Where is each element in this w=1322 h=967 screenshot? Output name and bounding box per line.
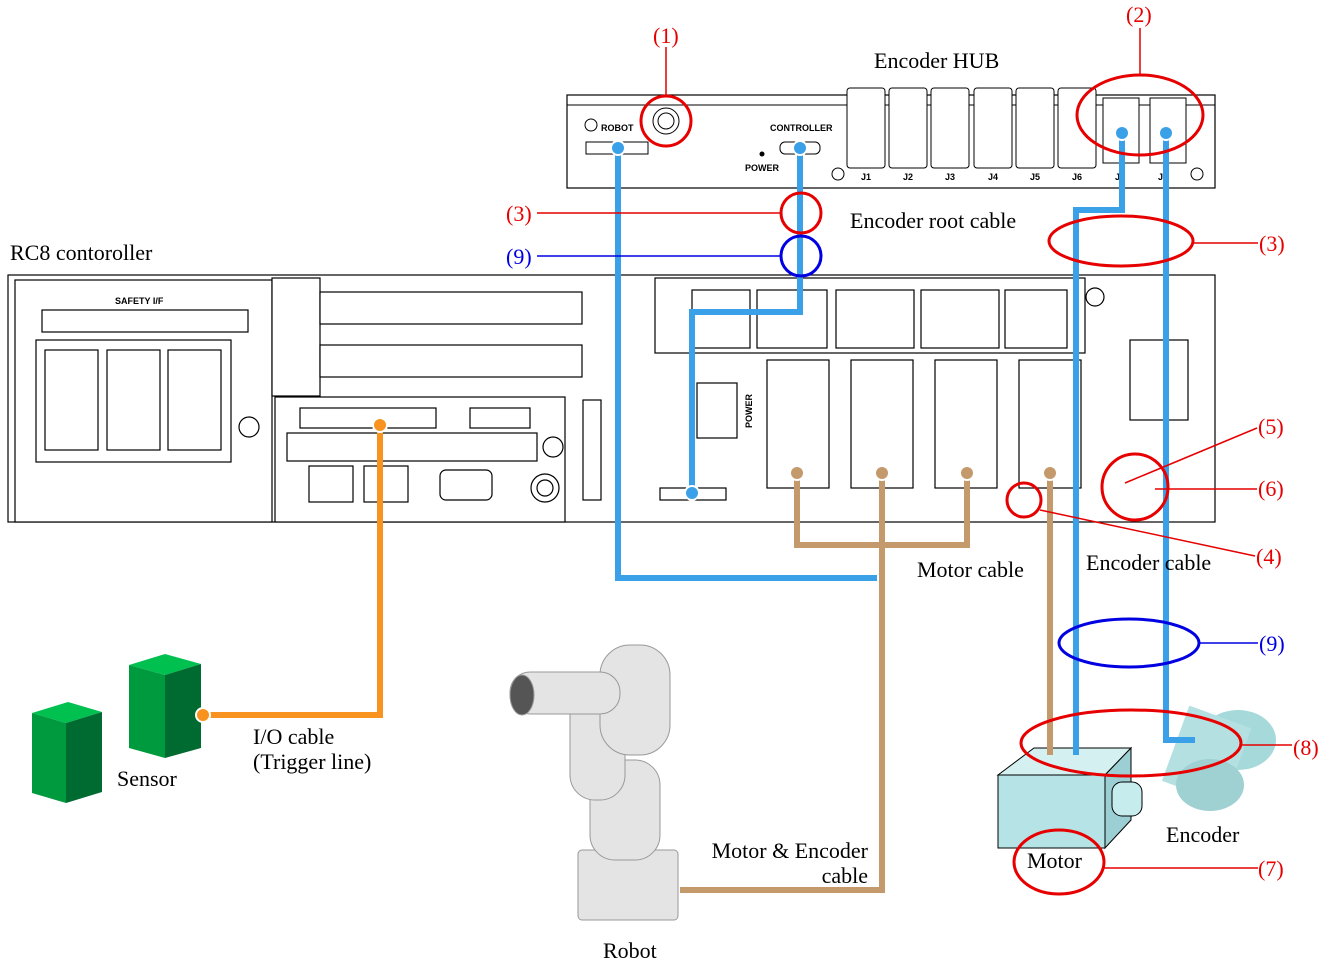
- encoder-root-cable-label: Encoder root cable: [850, 208, 1016, 233]
- motor-encoder-cable-label: Motor & Encoder: [712, 838, 869, 863]
- encoder-cable-label: Encoder cable: [1086, 550, 1211, 575]
- port-j1: J1: [861, 172, 871, 182]
- motor-encoder-cable-label-2: cable: [822, 863, 868, 888]
- callout-9-left: (9): [506, 244, 532, 269]
- cable-endpoints: [195, 125, 1174, 723]
- callout-5: (5): [1258, 414, 1284, 439]
- motor-cable: [680, 473, 1053, 893]
- port-j2: J2: [903, 172, 913, 182]
- encoder-graphic: [1161, 705, 1276, 811]
- blue-callouts: [537, 234, 1258, 669]
- sensor-graphic: [32, 654, 201, 803]
- red-leader-lines: [537, 28, 1292, 869]
- motor-graphic: [996, 746, 1143, 850]
- motor-cable-label: Motor cable: [917, 557, 1024, 582]
- controller-port-label: CONTROLLER: [770, 123, 833, 133]
- robot-graphic: [509, 644, 679, 921]
- motor-label: Motor: [1027, 848, 1083, 873]
- encoder-cable: [615, 133, 1195, 755]
- power-vertical-label: POWER: [744, 393, 754, 428]
- io-cable-label: I/O cable: [253, 724, 334, 749]
- rc8-controller: SAFETY I/F POWER: [7, 274, 1216, 523]
- safety-if-label: SAFETY I/F: [115, 296, 164, 306]
- controller-label: RC8 contoroller: [10, 240, 153, 265]
- robot-port-label: ROBOT: [601, 123, 634, 133]
- encoder-hub-label: Encoder HUB: [874, 48, 999, 73]
- port-j4: J4: [988, 172, 998, 182]
- port-j5: J5: [1030, 172, 1040, 182]
- callout-3-right: (3): [1259, 231, 1285, 256]
- port-j3: J3: [945, 172, 955, 182]
- robot-label: Robot: [603, 938, 657, 963]
- encoder-label: Encoder: [1166, 822, 1240, 847]
- port-j6: J6: [1072, 172, 1082, 182]
- callout-3-left: (3): [506, 201, 532, 226]
- sensor-label: Sensor: [117, 766, 178, 791]
- callout-8: (8): [1293, 735, 1319, 760]
- callout-2: (2): [1126, 2, 1152, 27]
- trigger-line-label: (Trigger line): [253, 749, 371, 774]
- encoder-hub: ROBOT CONTROLLER POWER J1 J2 J3 J4 J5 J6…: [566, 87, 1216, 189]
- callout-9-right: (9): [1259, 631, 1285, 656]
- callout-4: (4): [1256, 544, 1282, 569]
- io-cable: [203, 425, 383, 718]
- callout-7: (7): [1258, 856, 1284, 881]
- power-label: POWER: [745, 163, 780, 173]
- callout-6: (6): [1258, 476, 1284, 501]
- callout-1: (1): [653, 23, 679, 48]
